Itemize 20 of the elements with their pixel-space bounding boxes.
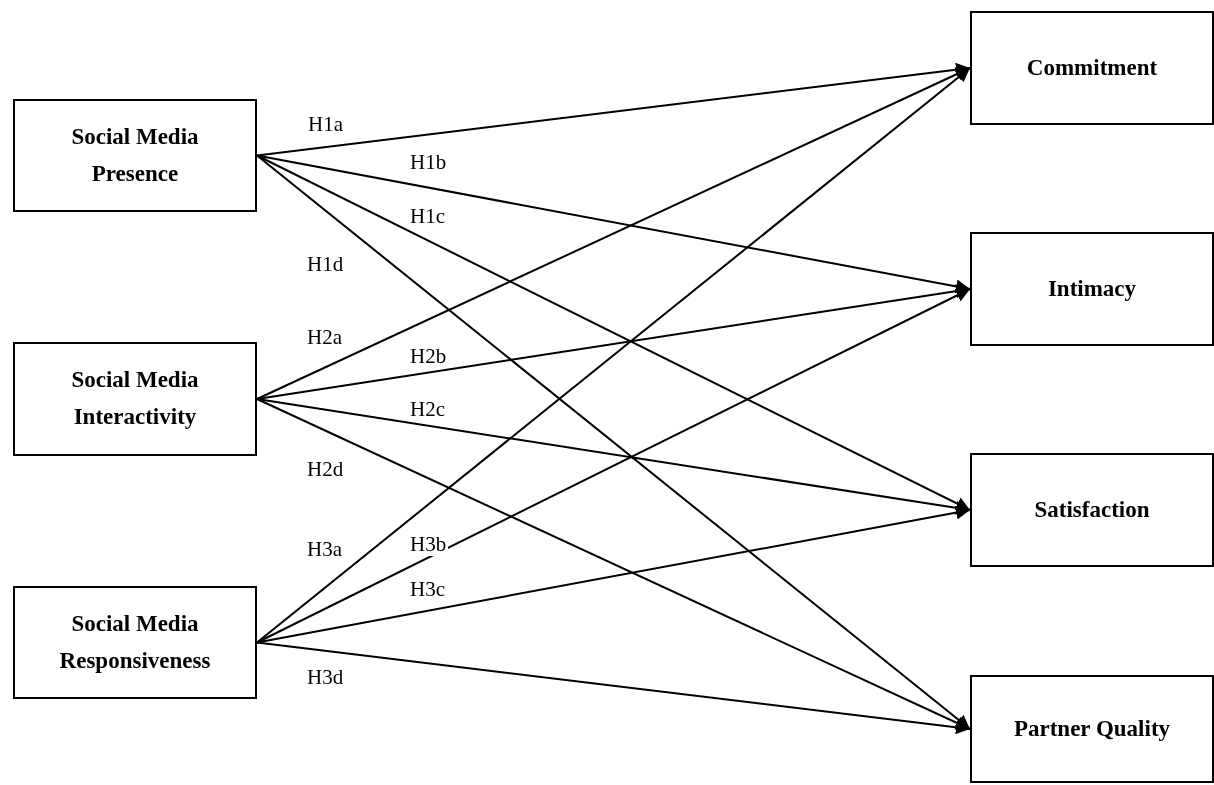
construct-box — [13, 586, 257, 699]
arrow — [256, 398, 971, 730]
construct-name: Social Media Presence — [70, 122, 200, 188]
construct-box — [970, 11, 1214, 125]
construct-name: Social Media Interactivity — [70, 366, 200, 431]
construct-box — [970, 675, 1214, 783]
arrow — [256, 154, 971, 730]
construct-name: Social Media Responsiveness — [58, 609, 212, 675]
construct-box — [13, 99, 257, 212]
arrow — [256, 67, 971, 400]
arrow — [256, 641, 971, 735]
construct-box — [13, 342, 257, 456]
construct-name: Partner Quality — [1013, 714, 1171, 743]
arrow — [256, 62, 971, 157]
construct-name: Commitment — [1026, 53, 1158, 82]
construct-box — [970, 453, 1214, 567]
arrow — [256, 67, 971, 644]
construct-box — [970, 232, 1214, 346]
construct-name: Intimacy — [1047, 274, 1137, 303]
construct-name: Satisfaction — [1034, 495, 1150, 524]
